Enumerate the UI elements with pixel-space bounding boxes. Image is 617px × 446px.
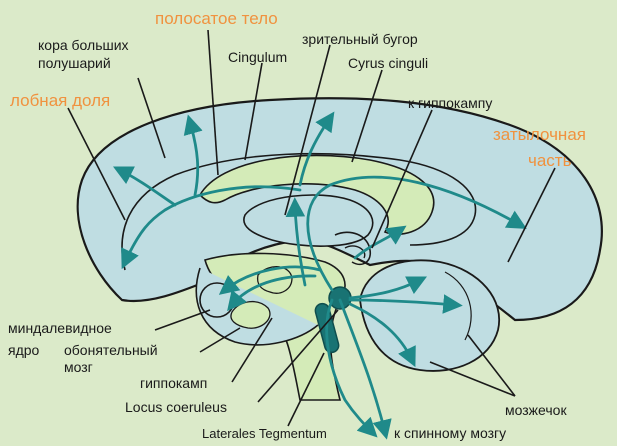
label-tegmentum: Laterales Tegmentum	[202, 426, 327, 441]
label-hippocampus: гиппокамп	[140, 375, 207, 391]
label-olfactory-line1: обонятельный	[64, 342, 158, 358]
label-frontal: лобная доля	[10, 91, 110, 110]
label-spinal: к спинному мозгу	[394, 425, 506, 441]
label-olfactory-line2: мозг	[64, 359, 93, 375]
label-occipital-line2: часть	[528, 151, 572, 170]
label-cortex-line1: кора больших	[38, 37, 129, 53]
label-cyrus: Cyrus cinguli	[348, 55, 428, 71]
label-cerebellum: мозжечок	[505, 402, 567, 418]
label-to-hippocampus: к гиппокампу	[408, 95, 492, 111]
label-locus: Locus coeruleus	[125, 399, 227, 415]
label-thalamus: зрительный бугор	[302, 31, 418, 47]
label-occipital-line1: затылочная	[493, 125, 586, 144]
label-amygdala-line2: ядро	[8, 342, 40, 358]
label-amygdala-line1: миндалевидное	[8, 320, 112, 336]
label-cortex-line2: полушарий	[38, 55, 111, 71]
label-striatum: полосатое тело	[155, 9, 278, 28]
label-cingulum: Cingulum	[228, 49, 287, 65]
leader-amygdala	[155, 310, 210, 330]
